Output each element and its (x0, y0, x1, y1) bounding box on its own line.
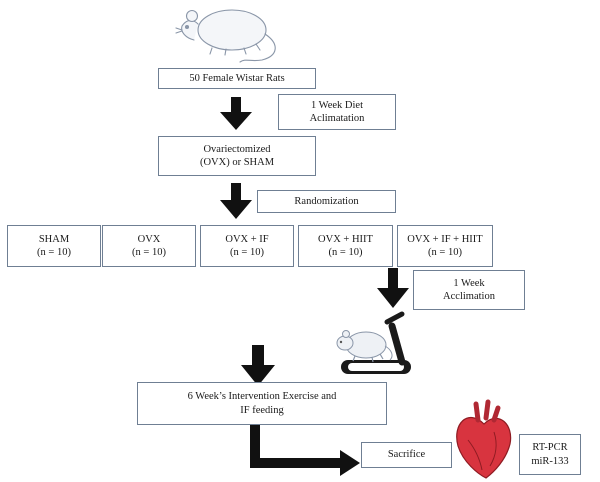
heart-icon (456, 399, 512, 479)
group-n: (n = 10) (328, 247, 363, 258)
randomization-label: Randomization (294, 195, 359, 207)
group-n: (n = 10) (428, 247, 462, 258)
group-n: (n = 10) (132, 247, 166, 258)
arrow-down-2 (220, 183, 252, 219)
arrow-elbow (250, 425, 360, 476)
sacrifice-label: Sacrifice (387, 449, 426, 461)
ovx-box: Ovariectomized (OVX) or SHAM (158, 136, 316, 176)
diet-label-line2: Aclimatation (309, 113, 365, 124)
rat-icon (175, 9, 276, 63)
diet-label-line1: 1 Week Diet (310, 99, 364, 111)
group-ovx-if: OVX + IF (n = 10) (200, 225, 294, 267)
intervention-label-line1: 6 Week’s Intervention Exercise and (187, 391, 337, 403)
group-n: (n = 10) (230, 247, 264, 258)
group-ovx: OVX (n = 10) (102, 225, 196, 267)
acclimation-label-line1: 1 Week (453, 277, 485, 289)
rat-on-treadmill-icon (336, 311, 411, 374)
group-name: OVX + HIIT (318, 233, 373, 245)
acclimation-label-line2: Acclimation (443, 291, 495, 302)
rats-box: 50 Female Wistar Rats (158, 68, 316, 89)
group-name: SHAM (38, 233, 70, 245)
sacrifice-box: Sacrifice (361, 442, 452, 468)
arrow-down-3 (377, 268, 409, 308)
intervention-label-line2: IF feeding (240, 404, 284, 416)
group-n: (n = 10) (37, 247, 71, 258)
rtpcr-label-line2: miR-133 (531, 455, 569, 467)
group-ovx-hiit: OVX + HIIT (n = 10) (298, 225, 393, 267)
acclimation-box: 1 Week Acclimation (413, 270, 525, 310)
arrow-down-1 (220, 97, 252, 130)
randomization-box: Randomization (257, 190, 396, 213)
ovx-label-line1: Ovariectomized (203, 143, 271, 155)
ovx-label-line2: (OVX) or SHAM (199, 157, 275, 168)
rtpcr-label-line1: RT-PCR (532, 442, 568, 454)
intervention-box: 6 Week’s Intervention Exercise and IF fe… (137, 382, 387, 425)
arrow-down-4 (241, 345, 275, 386)
group-name: OVX (137, 233, 161, 245)
rtpcr-box: RT-PCR miR-133 (519, 434, 581, 475)
group-sham: SHAM (n = 10) (7, 225, 101, 267)
group-ovx-if-hiit: OVX + IF + HIIT (n = 10) (397, 225, 493, 267)
group-name: OVX + IF (225, 233, 269, 245)
diet-box: 1 Week Diet Aclimatation (278, 94, 396, 130)
rats-label: 50 Female Wistar Rats (189, 72, 285, 84)
group-name: OVX + IF + HIIT (407, 233, 483, 245)
